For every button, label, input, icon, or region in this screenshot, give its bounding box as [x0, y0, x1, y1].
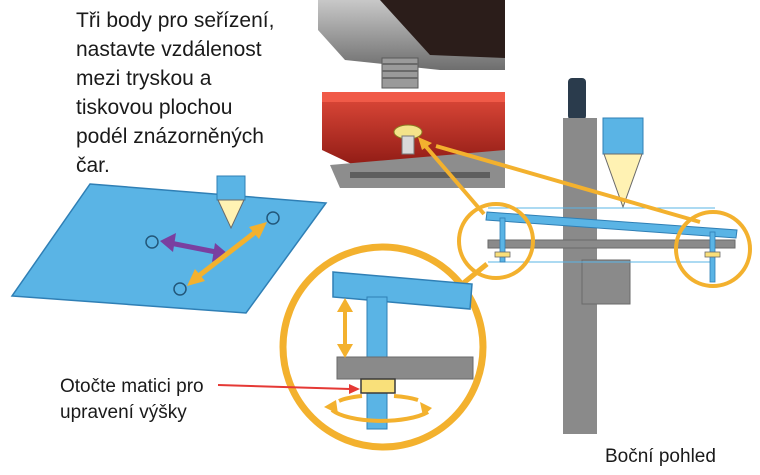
measure-arrow-purple [160, 233, 228, 262]
printer-photo [310, 0, 505, 188]
zoom-nut [360, 378, 396, 394]
frame-block [581, 259, 631, 305]
zoom-detail [217, 243, 489, 451]
photo-lower-plate [330, 150, 505, 188]
gray-support-bar [487, 239, 736, 249]
photo-screw [401, 135, 415, 155]
zoom-connector [459, 262, 489, 287]
nut-callout-text: Otočte matici pro upravení výšky [60, 374, 204, 426]
nut-right [704, 251, 721, 258]
nozzle-left [216, 175, 246, 230]
height-arrow [337, 298, 353, 358]
measure-arrow-orange [187, 222, 267, 286]
side-view-label: Boční pohled [605, 446, 716, 467]
z-rod-top [568, 78, 586, 120]
nut-left [494, 251, 511, 258]
adjust-point-right [266, 211, 280, 225]
build-plate-view [10, 175, 328, 314]
rotation-arrow [324, 394, 432, 423]
photo-pointer-lines [418, 137, 701, 224]
highlight-circle-left [457, 202, 535, 280]
highlight-circle-right [674, 210, 752, 288]
adjust-point-front [173, 282, 187, 296]
tilted-bed-side [485, 211, 738, 239]
nut-callout-line: upravení výšky [60, 402, 187, 423]
nut-pointer [217, 384, 360, 394]
instructions-line: tiskovou plochou [76, 96, 233, 119]
instructions-line: Tři body pro seřízení, [76, 9, 275, 32]
nut-callout-line: Otočte matici pro [60, 376, 204, 397]
zoom-support-bar [336, 356, 474, 380]
instructions-line: mezi tryskou a [76, 67, 212, 90]
photo-spring [381, 57, 419, 89]
instructions-line: nastavte vzdálenost [76, 38, 262, 61]
instructions-text: Tři body pro seřízení, nastavte vzdáleno… [76, 6, 316, 180]
instructions-line: čar. [76, 154, 110, 177]
instructions-line: podél znázorněných [76, 125, 264, 148]
side-view [457, 78, 752, 434]
nozzle-side [602, 117, 644, 209]
screw-left [499, 217, 506, 263]
adjust-point-left [145, 235, 159, 249]
photo-dark-cover [380, 0, 505, 58]
